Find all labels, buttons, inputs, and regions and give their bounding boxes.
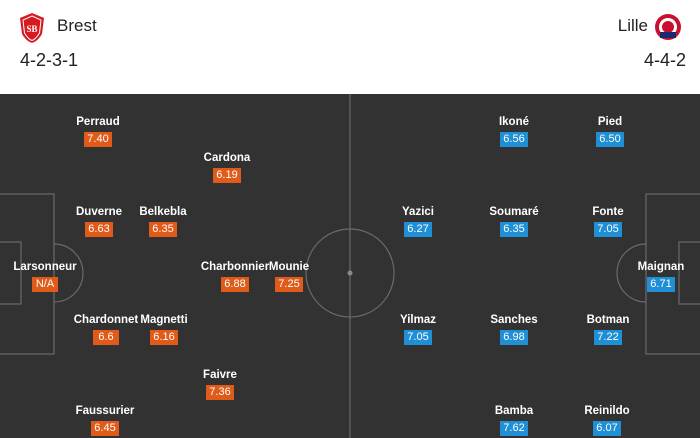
player-rating: 7.25 — [275, 277, 303, 292]
player-rating: 6.63 — [85, 222, 113, 237]
player-rating: 6.98 — [500, 330, 528, 345]
away-player[interactable]: Bamba 7.62 — [474, 404, 554, 436]
away-player[interactable]: Fonte 7.05 — [568, 205, 648, 237]
player-rating: 6.35 — [500, 222, 528, 237]
away-player[interactable]: Reinildo 6.07 — [567, 404, 647, 436]
player-name: Bamba — [494, 405, 534, 417]
away-player[interactable]: Sanches 6.98 — [474, 313, 554, 345]
player-name: Botman — [586, 314, 630, 326]
home-team-name: Brest — [57, 16, 97, 35]
player-name: Soumaré — [489, 206, 539, 218]
home-player[interactable]: Chardonnet 6.6 — [66, 313, 146, 345]
player-name: Maignan — [637, 261, 685, 273]
home-player[interactable]: Perraud 7.40 — [58, 115, 138, 147]
player-rating: 7.62 — [500, 421, 528, 436]
home-player[interactable]: Belkebla 6.35 — [123, 205, 203, 237]
player-rating: 6.71 — [647, 277, 675, 292]
player-name: Chardonnet — [73, 314, 139, 326]
player-name: Pied — [597, 116, 623, 128]
player-name: Magnetti — [140, 314, 188, 326]
player-rating: 7.05 — [404, 330, 432, 345]
home-player[interactable]: Mounie 7.25 — [249, 260, 329, 292]
player-name: Perraud — [76, 116, 120, 128]
player-name: Yilmaz — [399, 314, 436, 326]
player-rating: 7.05 — [594, 222, 622, 237]
player-rating: 6.45 — [91, 421, 119, 436]
away-player[interactable]: Ikoné 6.56 — [474, 115, 554, 147]
pitch-markings — [0, 94, 700, 438]
player-rating: 7.40 — [84, 132, 112, 147]
home-player[interactable]: Charbonnier 6.88 — [195, 260, 275, 292]
player-rating: 6.07 — [593, 421, 621, 436]
away-player[interactable]: Pied 6.50 — [570, 115, 650, 147]
home-player[interactable]: Faussurier 6.45 — [65, 404, 145, 436]
player-rating: 6.35 — [149, 222, 177, 237]
away-player[interactable]: Yazici 6.27 — [378, 205, 458, 237]
player-name: Yazici — [402, 206, 434, 218]
player-rating: 6.16 — [150, 330, 178, 345]
away-player[interactable]: Yilmaz 7.05 — [378, 313, 458, 345]
home-formation: 4-2-3-1 — [20, 50, 79, 70]
away-player[interactable]: Soumaré 6.35 — [474, 205, 554, 237]
brest-crest-icon: SB — [20, 13, 44, 43]
player-rating: 7.36 — [206, 385, 234, 400]
svg-text:SB: SB — [26, 24, 37, 34]
player-name: Larsonneur — [13, 261, 77, 273]
home-player[interactable]: Duverne 6.63 — [59, 205, 139, 237]
player-rating: 6.6 — [93, 330, 119, 345]
player-name: Reinildo — [584, 405, 630, 417]
player-name: Sanches — [490, 314, 538, 326]
player-name: Faussurier — [75, 405, 135, 417]
player-rating: 6.19 — [213, 168, 241, 183]
player-rating: 6.56 — [500, 132, 528, 147]
away-player[interactable]: Maignan 6.71 — [621, 260, 700, 292]
home-player[interactable]: Cardona 6.19 — [187, 151, 267, 183]
player-rating: 7.22 — [594, 330, 622, 345]
player-name: Belkebla — [139, 206, 187, 218]
player-name: Faivre — [203, 369, 237, 381]
player-name: Fonte — [592, 206, 624, 218]
player-name: Mounie — [268, 261, 310, 273]
player-rating: N/A — [32, 277, 58, 292]
pitch: Perraud 7.40 Cardona 6.19 Duverne 6.63 B… — [0, 94, 700, 438]
player-name: Cardona — [203, 152, 251, 164]
home-player[interactable]: Magnetti 6.16 — [124, 313, 204, 345]
away-team-name: Lille — [617, 16, 648, 35]
away-formation: 4-4-2 — [643, 50, 686, 70]
player-rating: 6.88 — [221, 277, 249, 292]
lille-crest-icon — [655, 14, 681, 40]
player-rating: 6.50 — [596, 132, 624, 147]
player-name: Duverne — [75, 206, 123, 218]
player-rating: 6.27 — [404, 222, 432, 237]
home-player[interactable]: Larsonneur N/A — [5, 260, 85, 292]
away-player[interactable]: Botman 7.22 — [568, 313, 648, 345]
match-header: SB Brest 4-2-3-1 Lille 4-4-2 — [0, 0, 700, 94]
home-player[interactable]: Faivre 7.36 — [180, 368, 260, 400]
player-name: Charbonnier — [200, 261, 270, 273]
player-name: Ikoné — [498, 116, 530, 128]
